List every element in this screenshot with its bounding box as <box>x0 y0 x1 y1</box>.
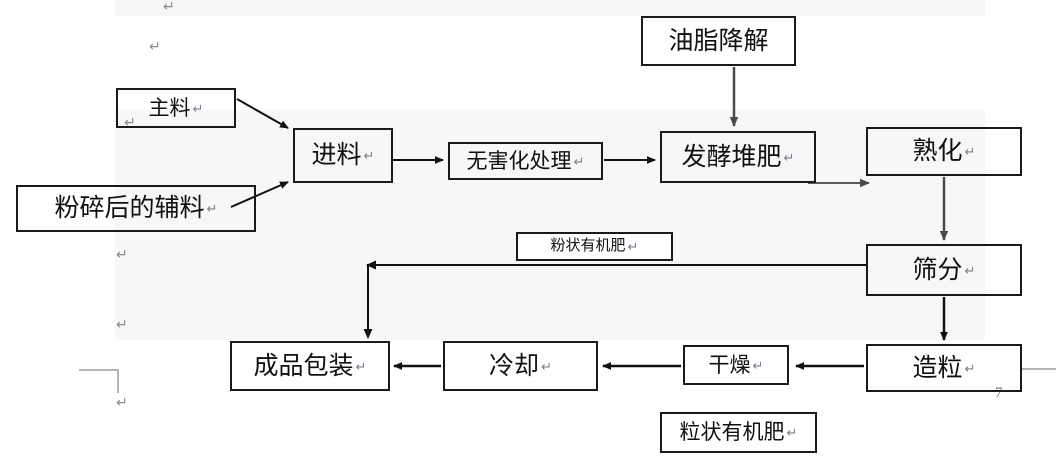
pilcrow-icon: ↵ <box>627 239 639 254</box>
node-zhuliao[interactable]: 主料↵ <box>116 88 236 128</box>
node-shuhua[interactable]: 熟化↵ <box>866 127 1022 176</box>
node-chengpin-baozhuang[interactable]: 成品包装↵ <box>230 341 390 391</box>
paragraph-mark-1: ↵ <box>163 0 175 14</box>
pilcrow-icon: ↵ <box>192 100 204 116</box>
pilcrow-icon: ↵ <box>964 144 976 159</box>
pilcrow-icon: ↵ <box>573 153 585 169</box>
pilcrow-icon: ↵ <box>964 360 976 376</box>
pilcrow-icon: ↵ <box>206 201 218 216</box>
node-lengque-label: 冷却 <box>489 352 540 380</box>
node-lengque[interactable]: 冷却↵ <box>443 341 598 391</box>
node-shaifen[interactable]: 筛分↵ <box>866 244 1022 296</box>
paragraph-mark-2: ↵ <box>149 38 161 54</box>
arrowhead-elbow-down <box>363 329 373 339</box>
node-youzhi-jiangjie[interactable]: 油脂降解 <box>641 16 796 66</box>
pilcrow-icon: ↵ <box>964 262 976 278</box>
pilcrow-icon: ↵ <box>363 148 375 163</box>
crop-mark-bottom-left <box>79 369 119 393</box>
node-wuhaihua-chuli[interactable]: 无害化处理↵ <box>448 142 603 180</box>
node-fenzhuang-youjifei[interactable]: 粉状有机肥↵ <box>516 232 673 261</box>
node-fajiao-duifei[interactable]: 发酵堆肥↵ <box>660 131 816 183</box>
pilcrow-icon: ↵ <box>752 357 764 373</box>
node-zaoli[interactable]: 造粒↵ <box>866 344 1022 392</box>
node-fenzhuang-youjifei-label: 粉状有机肥 <box>550 238 626 254</box>
paragraph-mark-3: ↵ <box>116 246 128 262</box>
node-shuhua-label: 熟化 <box>912 138 963 165</box>
text-band-top <box>115 0 985 16</box>
crop-mark-bottom-right <box>1022 368 1056 370</box>
arrowhead-elbow-left <box>366 260 376 270</box>
paragraph-mark-4: ↵ <box>116 316 128 332</box>
node-ganzao-label: 干燥 <box>708 352 751 377</box>
edge-shaifen-chengpin <box>367 264 866 336</box>
pilcrow-icon: ↵ <box>786 425 798 440</box>
node-lizhuang-youjifei-label: 粒状有机肥 <box>679 420 785 444</box>
node-fajiao-duifei-label: 发酵堆肥 <box>681 143 782 171</box>
node-ganzao[interactable]: 干燥↵ <box>683 345 789 385</box>
node-chengpin-baozhuang-label: 成品包装 <box>253 352 354 380</box>
node-zaoli-label: 造粒 <box>912 354 963 382</box>
pilcrow-icon: ↵ <box>541 358 552 374</box>
node-lizhuang-youjifei[interactable]: 粒状有机肥↵ <box>660 412 817 453</box>
edge-zhuliao-jinliao <box>236 98 289 129</box>
node-fusui-fuliao-label: 粉碎后的辅料 <box>54 195 205 222</box>
node-shaifen-label: 筛分 <box>912 256 963 284</box>
node-jinliao[interactable]: 进料↵ <box>293 128 393 183</box>
node-zhuliao-label: 主料 <box>148 95 191 120</box>
node-fusui-fuliao[interactable]: 粉碎后的辅料↵ <box>16 185 256 232</box>
pilcrow-icon: ↵ <box>783 149 795 165</box>
node-jinliao-label: 进料 <box>311 142 362 169</box>
pilcrow-icon: ↵ <box>355 358 367 374</box>
paragraph-mark-5: ↵ <box>116 394 128 410</box>
node-wuhaihua-chuli-label: 无害化处理 <box>466 148 572 173</box>
node-youzhi-jiangjie-label: 油脂降解 <box>668 27 769 55</box>
page-number: 7 <box>995 385 1003 401</box>
